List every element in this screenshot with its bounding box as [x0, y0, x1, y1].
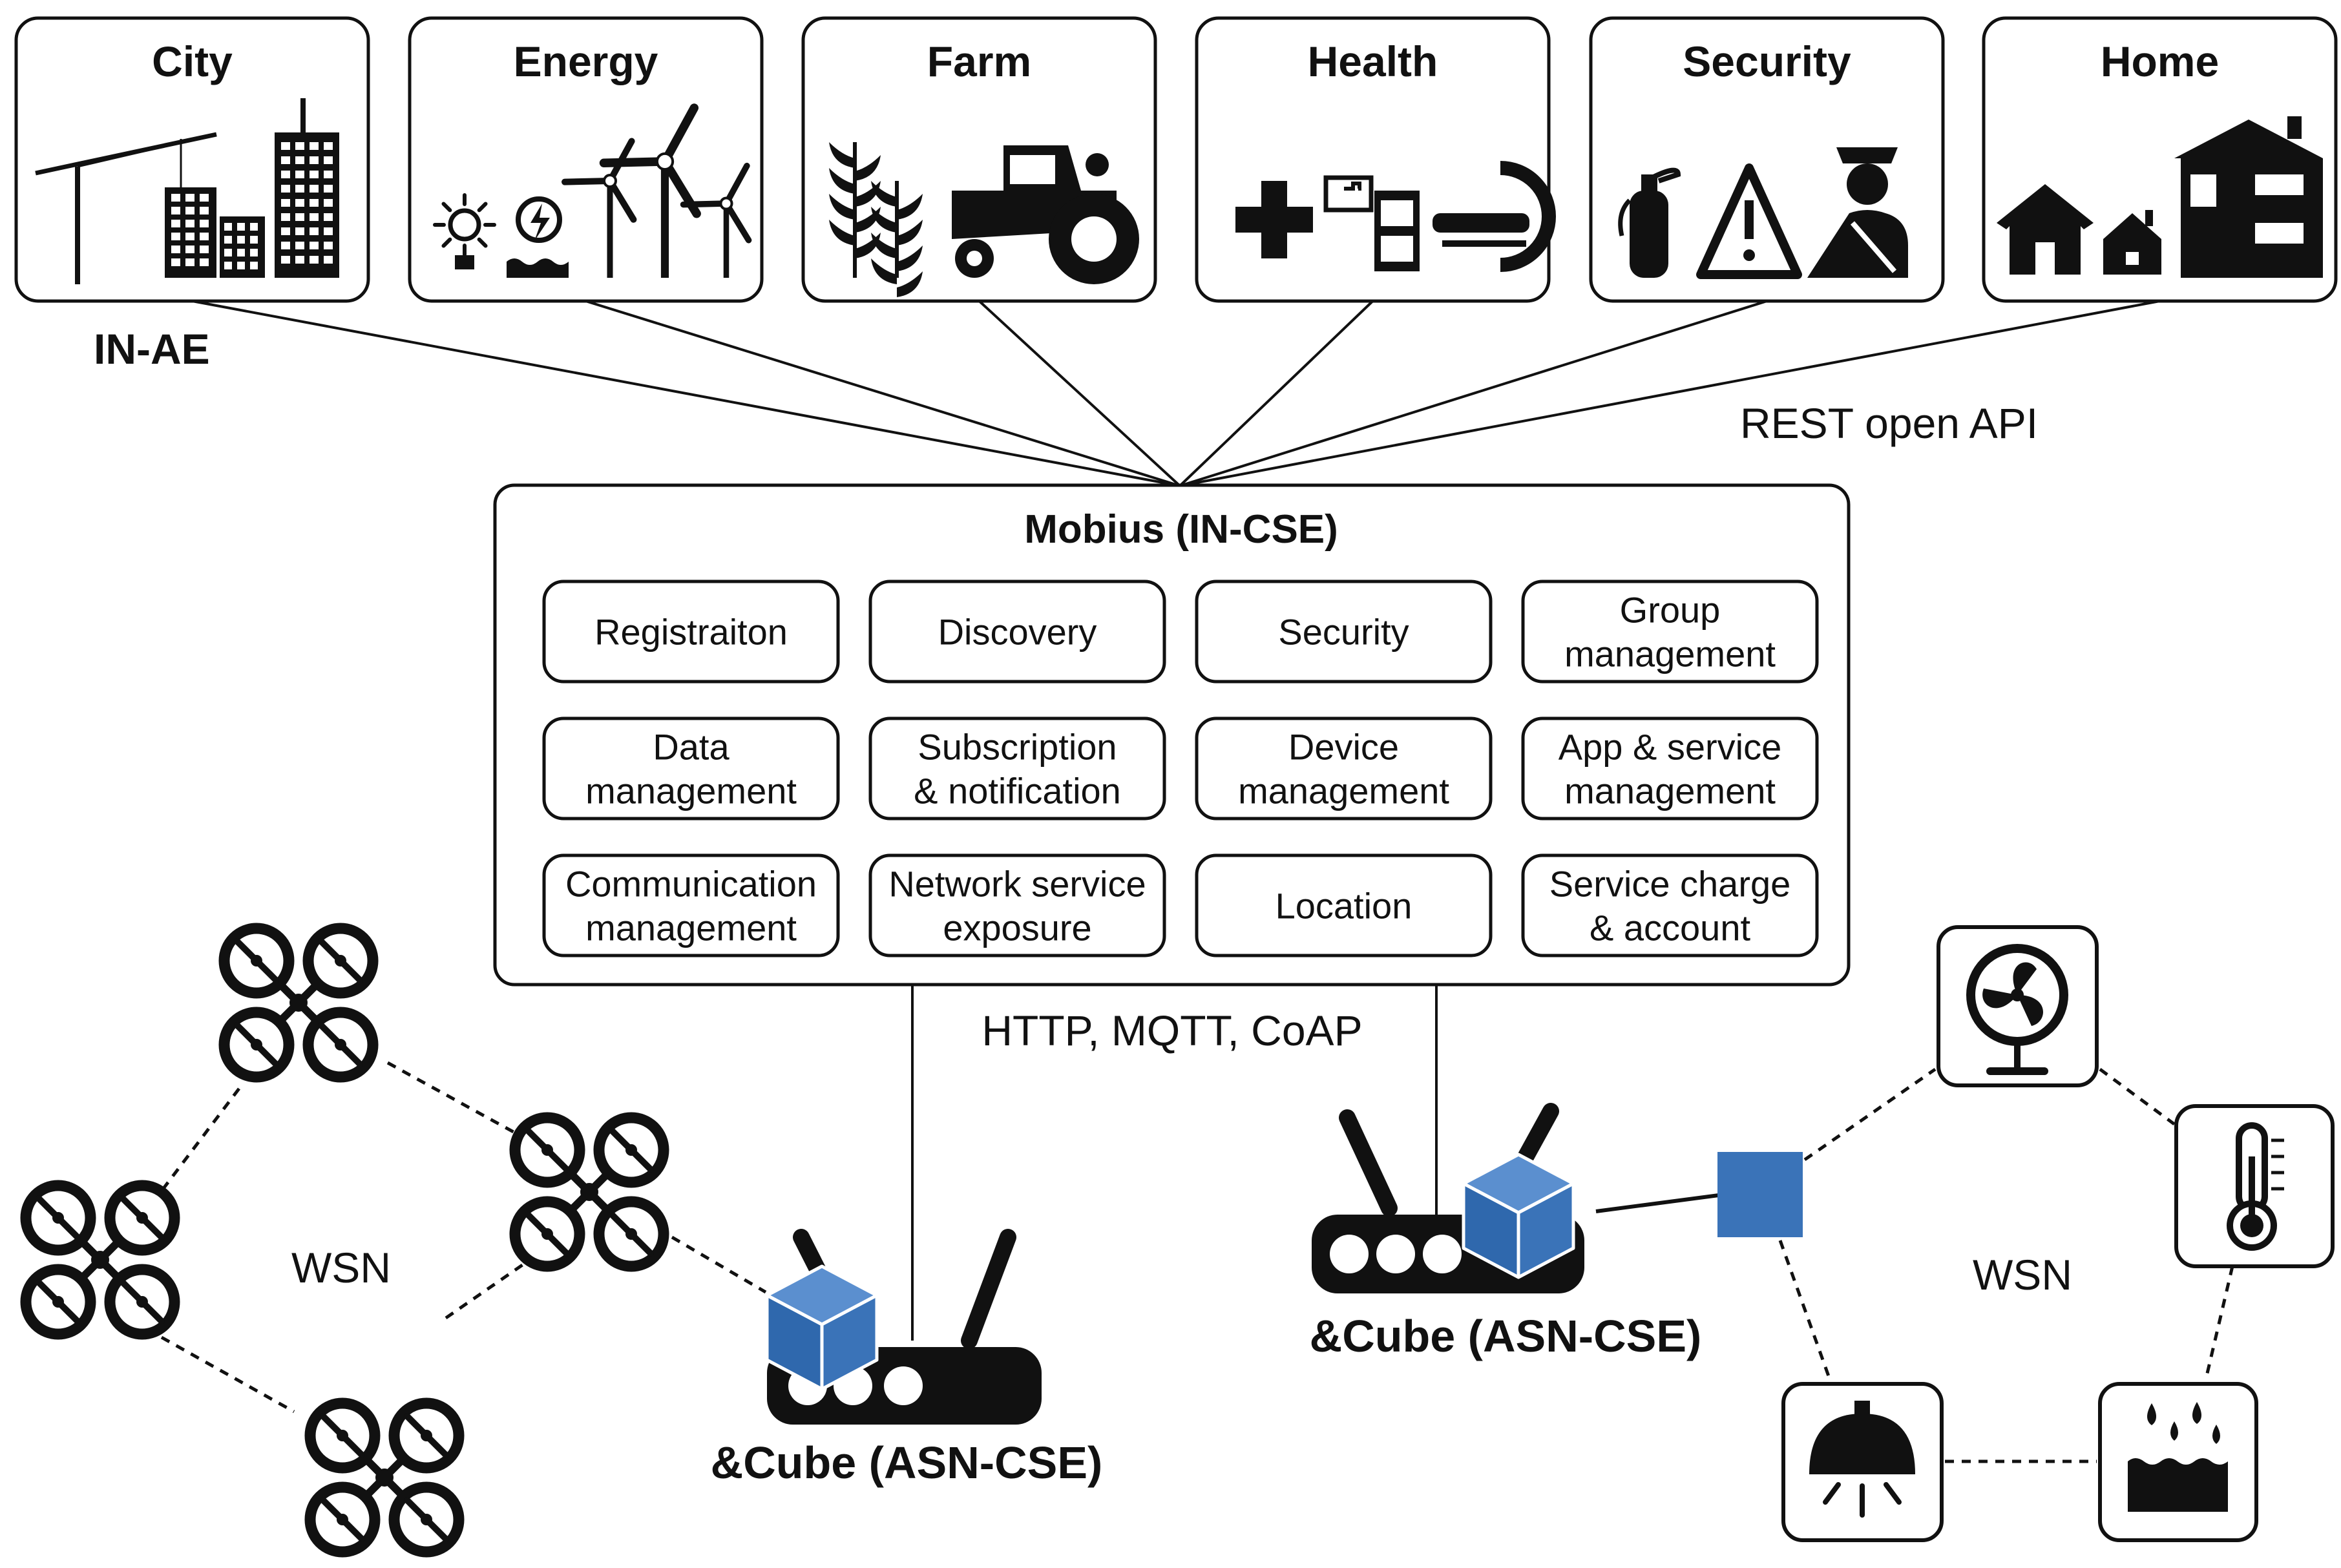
domain-label: Home [2101, 37, 2219, 85]
domain-label: Energy [514, 37, 658, 85]
function-box: Discovery [868, 580, 1166, 684]
function-label: Service charge [1549, 864, 1791, 904]
in-ae-label: IN-AE [94, 325, 210, 373]
domain-box-farm: Farm [801, 16, 1157, 303]
function-label: Data [653, 727, 730, 768]
gateway-square [1717, 1152, 1803, 1237]
drone-icon [26, 1186, 174, 1334]
cube-right-label: &Cube (ASN-CSE) [1310, 1311, 1702, 1361]
protocols-label: HTTP, MQTT, CoAP [982, 1007, 1362, 1054]
drone-icon [310, 1403, 459, 1552]
function-label: App & service [1559, 727, 1782, 768]
function-label: Network service [888, 864, 1146, 904]
water-level-sensor-icon [2098, 1382, 2258, 1542]
function-box: Service charge& account [1521, 853, 1819, 957]
domain-link [192, 300, 1181, 487]
function-label: Communication [565, 864, 817, 904]
domain-box-security: Security [1589, 16, 1945, 303]
houses-icon [1997, 116, 2323, 278]
cube-left-label: &Cube (ASN-CSE) [711, 1437, 1103, 1488]
function-box: Location [1195, 853, 1493, 957]
domain-label: Health [1308, 37, 1438, 85]
lamp-icon [1781, 1382, 1944, 1542]
domain-link [585, 300, 1181, 487]
function-label: & notification [914, 771, 1121, 811]
medical-cross-records-scanner-icon [1235, 161, 1556, 272]
function-label: management [585, 771, 797, 811]
function-label: Subscription [918, 727, 1117, 768]
function-box: Registraiton [542, 580, 840, 684]
domain-box-home: Home [1982, 16, 2338, 303]
domain-link [978, 300, 1181, 487]
drone-icon [224, 928, 373, 1077]
gateway-link [1595, 1193, 1719, 1213]
function-label: Discovery [938, 612, 1097, 653]
function-label: management [1564, 771, 1776, 811]
function-label: & account [1590, 908, 1750, 948]
wsn-right-links [1778, 1067, 2234, 1463]
wsn-right-label: WSN [1973, 1251, 2072, 1299]
domain-box-health: Health [1195, 16, 1556, 303]
function-label: Security [1278, 612, 1409, 653]
function-label: exposure [943, 908, 1091, 948]
domain-link [1179, 300, 1768, 487]
function-label: management [1564, 634, 1776, 674]
wsn-left-label: WSN [291, 1244, 391, 1291]
extinguisher-warning-guard-icon [1618, 147, 1908, 279]
domain-box-city: City [14, 16, 370, 303]
crops-tractor-icon [829, 142, 1139, 297]
function-label: management [585, 908, 797, 948]
function-label: management [1238, 771, 1449, 811]
function-box: Subscription& notification [868, 716, 1166, 821]
function-label: Device [1288, 727, 1399, 768]
domain-label: City [152, 37, 233, 85]
function-label: Location [1275, 886, 1412, 926]
function-label: Group [1620, 590, 1721, 631]
domain-label: Farm [927, 37, 1031, 85]
wsn-left-links [157, 1061, 767, 1414]
domain-row: City Energy Farm Health Security Home [14, 16, 2338, 303]
thermometer-icon [2174, 1104, 2335, 1268]
domain-connectors [192, 300, 2160, 487]
domain-box-energy: Energy [408, 16, 764, 303]
function-box: Security [1195, 580, 1493, 684]
drone-icon [515, 1118, 664, 1266]
domain-link [1179, 300, 1374, 487]
mobius-title: Mobius (IN-CSE) [1024, 507, 1338, 552]
domain-link [1179, 300, 2160, 487]
fan-icon [1937, 925, 2099, 1087]
sun-hydro-wind-turbines-icon [433, 103, 752, 278]
city-skyline-crane-icon [35, 98, 339, 284]
function-label: Registraiton [594, 612, 788, 653]
rest-api-label: REST open API [1740, 399, 2038, 447]
domain-label: Security [1683, 37, 1851, 85]
